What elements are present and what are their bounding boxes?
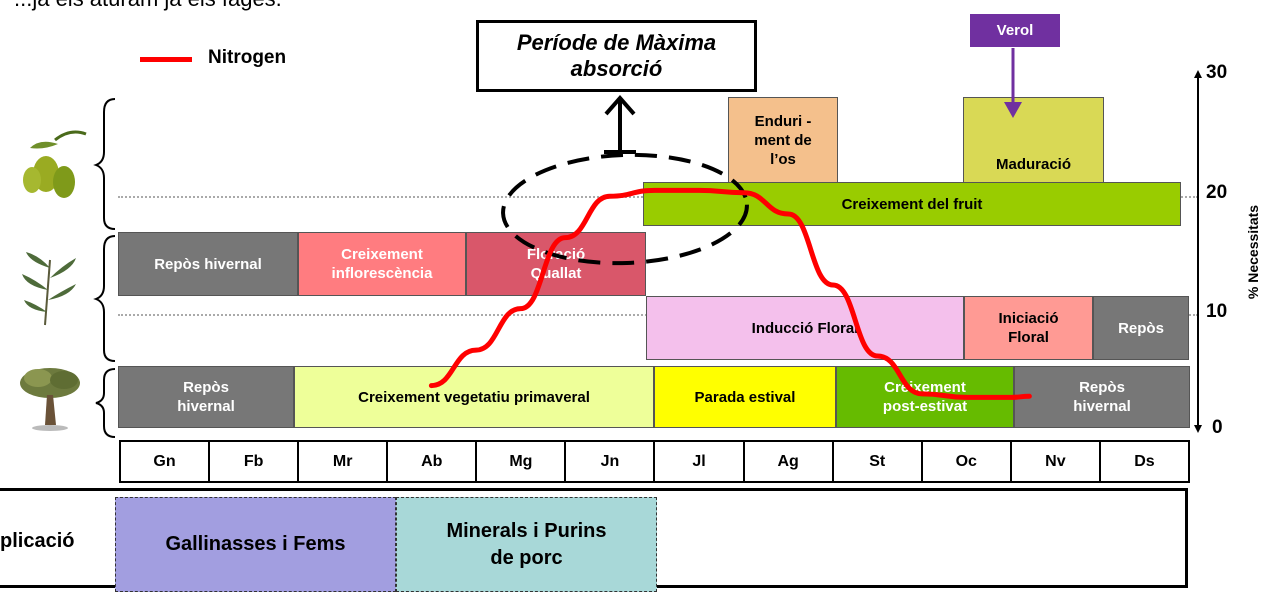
callout-arrow xyxy=(604,98,636,152)
max-absorption-ellipse xyxy=(501,151,749,267)
olive-tree-icon xyxy=(20,368,80,431)
verol-arrow xyxy=(1004,48,1022,118)
nitrogen-curve xyxy=(431,190,1029,397)
olive-branch-icon xyxy=(22,252,76,325)
olive-fruit-icon xyxy=(23,132,86,198)
left-braces xyxy=(96,99,115,437)
right-axis xyxy=(1194,70,1202,433)
